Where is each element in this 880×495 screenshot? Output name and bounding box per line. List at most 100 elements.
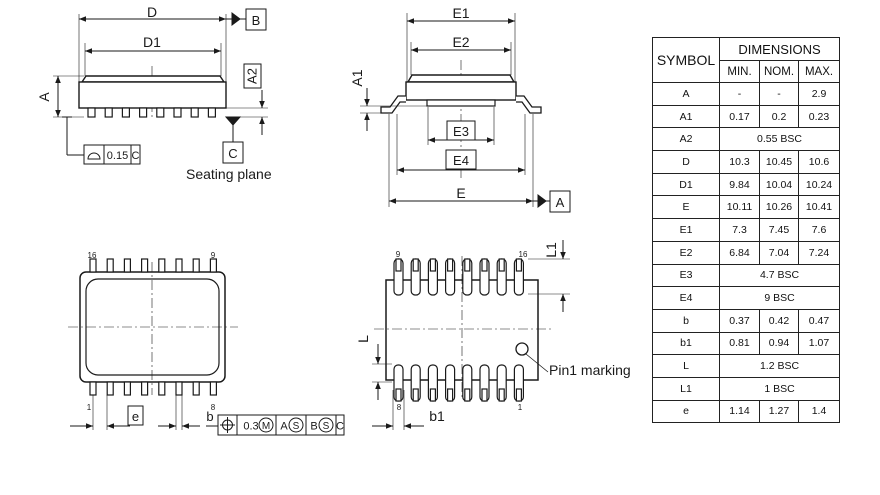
seating-plane-label: Seating plane: [186, 166, 272, 182]
row-nom-value: -: [759, 82, 799, 106]
top-lead: [192, 381, 200, 396]
row-min-value: 10.11: [719, 195, 760, 220]
side-lead: [104, 107, 113, 118]
top-lead: [192, 258, 200, 273]
label-E: E: [456, 185, 465, 201]
top-pin-16: 16: [88, 251, 97, 260]
row-span-value: 1.2 BSC: [719, 354, 840, 378]
row-nom-value: 7.04: [759, 240, 799, 265]
top-lead: [106, 381, 114, 396]
row-nom-value: 10.26: [759, 195, 799, 220]
bottom-lead-tip: [464, 388, 471, 402]
row-symbol: A1: [652, 104, 720, 129]
row-min-value: -: [719, 82, 760, 106]
row-symbol: A2: [652, 127, 720, 152]
row-nom-value: 0.2: [759, 104, 799, 129]
E4-box: [445, 149, 477, 170]
bottom-lead-tip: [515, 388, 523, 402]
label-A2: A2: [245, 68, 260, 84]
row-max-value: 0.23: [798, 104, 840, 129]
row-min-value: 1.14: [719, 399, 760, 424]
position-tolerance-frame: [217, 414, 345, 436]
row-nom-value: 10.45: [759, 150, 799, 174]
top-leads-lower: [89, 381, 217, 396]
row-symbol: b: [652, 308, 720, 333]
table-row: A--2.9: [652, 82, 840, 106]
fcf-datum-C: C: [336, 421, 344, 433]
datum-A: A: [556, 195, 565, 210]
end-view: [360, 13, 550, 208]
row-min-value: 9.84: [719, 172, 760, 197]
pin1-marking-label: Pin1 marking: [549, 362, 631, 378]
A2-box: [243, 63, 262, 89]
top-lead: [209, 381, 217, 396]
row-symbol: E: [652, 195, 720, 220]
label-b1: b1: [429, 408, 445, 424]
bottom-pin-8: 8: [397, 403, 402, 412]
dimensions-header: DIMENSIONS: [719, 37, 840, 61]
top-leads-upper: [89, 258, 217, 273]
row-min-value: 10.3: [719, 150, 760, 174]
label-E2: E2: [452, 34, 469, 50]
row-max-value: 10.41: [798, 195, 840, 220]
row-symbol: E3: [652, 263, 720, 288]
label-A1: A1: [349, 69, 365, 86]
side-lead: [139, 107, 148, 118]
bottom-lead-tip: [481, 258, 488, 272]
bottom-lead-tip: [481, 388, 488, 402]
top-lead: [123, 258, 132, 273]
row-symbol: e: [652, 399, 720, 424]
row-symbol: A: [652, 82, 720, 106]
row-symbol: L1: [652, 376, 720, 401]
side-lead: [173, 107, 182, 118]
flatness-datum: C: [132, 150, 140, 162]
bottom-lead-tip: [395, 388, 402, 402]
side-body-top: [80, 75, 226, 83]
side-lead: [190, 107, 199, 118]
row-span-value: 9 BSC: [719, 286, 840, 310]
bottom-leads-lower: [393, 364, 525, 402]
label-L: L: [355, 335, 371, 343]
label-b: b: [206, 409, 213, 424]
min-header: MIN.: [719, 60, 760, 83]
bottom-lead-tip: [498, 388, 505, 402]
row-max-value: 2.9: [798, 82, 840, 106]
bottom-lead-tip: [447, 258, 454, 272]
end-pad: [426, 99, 496, 107]
top-lead: [141, 381, 149, 396]
bottom-lead-tip: [412, 258, 419, 272]
bottom-lead-tip: [412, 388, 419, 402]
row-nom-value: 1.27: [759, 399, 799, 424]
label-D: D: [147, 4, 157, 20]
side-lead: [121, 107, 131, 118]
row-max-value: 1.4: [798, 399, 840, 424]
profile-surface-icon: [87, 152, 101, 160]
datum-B-box: [245, 8, 267, 31]
fcf-datum-B: B: [310, 421, 317, 433]
position-value: 0.3: [243, 421, 258, 433]
side-leads: [87, 107, 216, 118]
bottom-view: [372, 240, 570, 430]
right-lead: [516, 95, 542, 114]
flatness-frame: [83, 144, 141, 165]
bottom-pin-9: 9: [396, 250, 401, 259]
left-lead: [380, 95, 406, 114]
row-nom-value: 0.42: [759, 308, 799, 333]
side-lead: [207, 107, 216, 118]
top-pin-8: 8: [211, 403, 216, 412]
datum-C-box: [222, 141, 244, 164]
top-pin-1: 1: [87, 403, 92, 412]
row-max-value: 10.24: [798, 172, 840, 197]
bottom-lead-tip: [395, 258, 402, 272]
row-span-value: 0.55 BSC: [719, 127, 840, 152]
datum-B: B: [252, 13, 261, 28]
label-A: A: [36, 92, 52, 102]
row-symbol: b1: [652, 331, 720, 356]
datum-A-box: [549, 190, 571, 213]
fcf-modifier-S2: S: [323, 421, 330, 432]
